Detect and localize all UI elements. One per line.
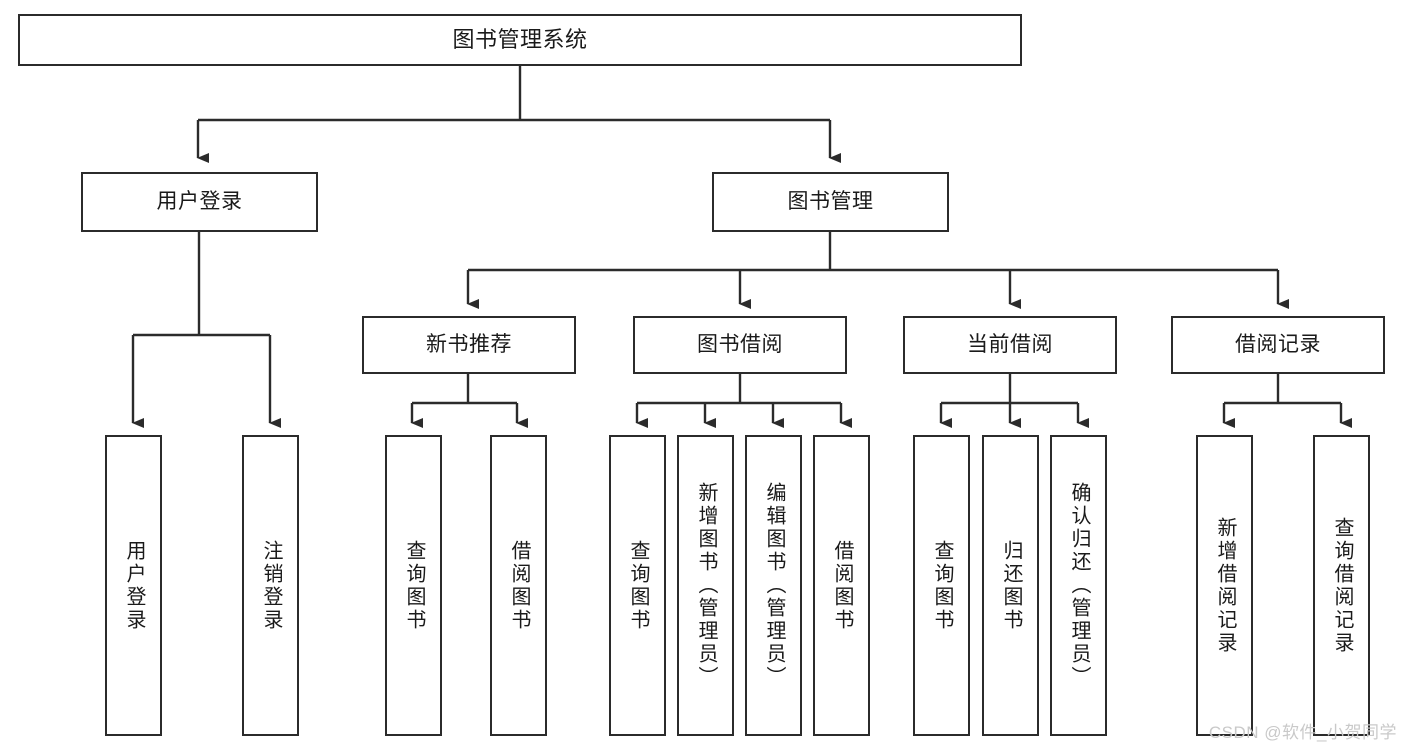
leaf-add-book-admin-label: 新增图书（管理员） [695,482,717,689]
leaf-query-book-current-label: 查询图书 [931,539,953,632]
watermark-csdn: CSDN @软件_小贺同学 [1208,723,1397,742]
leaf-logout-label: 注销登录 [260,539,282,632]
node-book-borrow-label: 图书借阅 [697,332,783,356]
leaf-borrow-book-recommend[interactable]: 借阅图书 [490,435,547,736]
leaf-confirm-return-admin-label: 确认归还（管理员） [1068,482,1090,689]
leaf-borrow-book-borrow-label: 借阅图书 [831,539,853,632]
node-book-management-label: 图书管理 [787,189,874,213]
leaf-query-book-borrow[interactable]: 查询图书 [609,435,666,736]
leaf-add-borrow-record[interactable]: 新增借阅记录 [1196,435,1253,736]
leaf-confirm-return-admin[interactable]: 确认归还（管理员） [1050,435,1107,736]
node-current-borrow-label: 当前借阅 [967,332,1053,356]
leaf-return-book[interactable]: 归还图书 [982,435,1039,736]
leaf-add-book-admin[interactable]: 新增图书（管理员） [677,435,734,736]
leaf-query-borrow-record-label: 查询借阅记录 [1331,516,1353,655]
node-root-label: 图书管理系统 [452,27,588,53]
leaf-user-login-label: 用户登录 [123,539,145,632]
node-user-login[interactable]: 用户登录 [81,172,318,232]
leaf-query-borrow-record[interactable]: 查询借阅记录 [1313,435,1370,736]
leaf-add-borrow-record-label: 新增借阅记录 [1214,516,1236,655]
leaf-borrow-book-borrow[interactable]: 借阅图书 [813,435,870,736]
leaf-edit-book-admin[interactable]: 编辑图书（管理员） [745,435,802,736]
leaf-edit-book-admin-label: 编辑图书（管理员） [763,482,785,689]
leaf-query-book-borrow-label: 查询图书 [627,539,649,632]
leaf-query-book-recommend-label: 查询图书 [403,539,425,632]
leaf-query-book-current[interactable]: 查询图书 [913,435,970,736]
leaf-user-login[interactable]: 用户登录 [105,435,162,736]
node-root-book-management-system[interactable]: 图书管理系统 [18,14,1022,66]
node-new-book-recommend-label: 新书推荐 [426,332,512,356]
leaf-borrow-book-recommend-label: 借阅图书 [508,539,530,632]
leaf-query-book-recommend[interactable]: 查询图书 [385,435,442,736]
leaf-return-book-label: 归还图书 [1000,539,1022,632]
node-user-login-label: 用户登录 [156,189,243,213]
node-borrow-record-label: 借阅记录 [1235,332,1321,356]
node-book-borrow[interactable]: 图书借阅 [633,316,847,374]
node-new-book-recommend[interactable]: 新书推荐 [362,316,576,374]
node-borrow-record[interactable]: 借阅记录 [1171,316,1385,374]
leaf-logout[interactable]: 注销登录 [242,435,299,736]
node-current-borrow[interactable]: 当前借阅 [903,316,1117,374]
node-book-management[interactable]: 图书管理 [712,172,949,232]
